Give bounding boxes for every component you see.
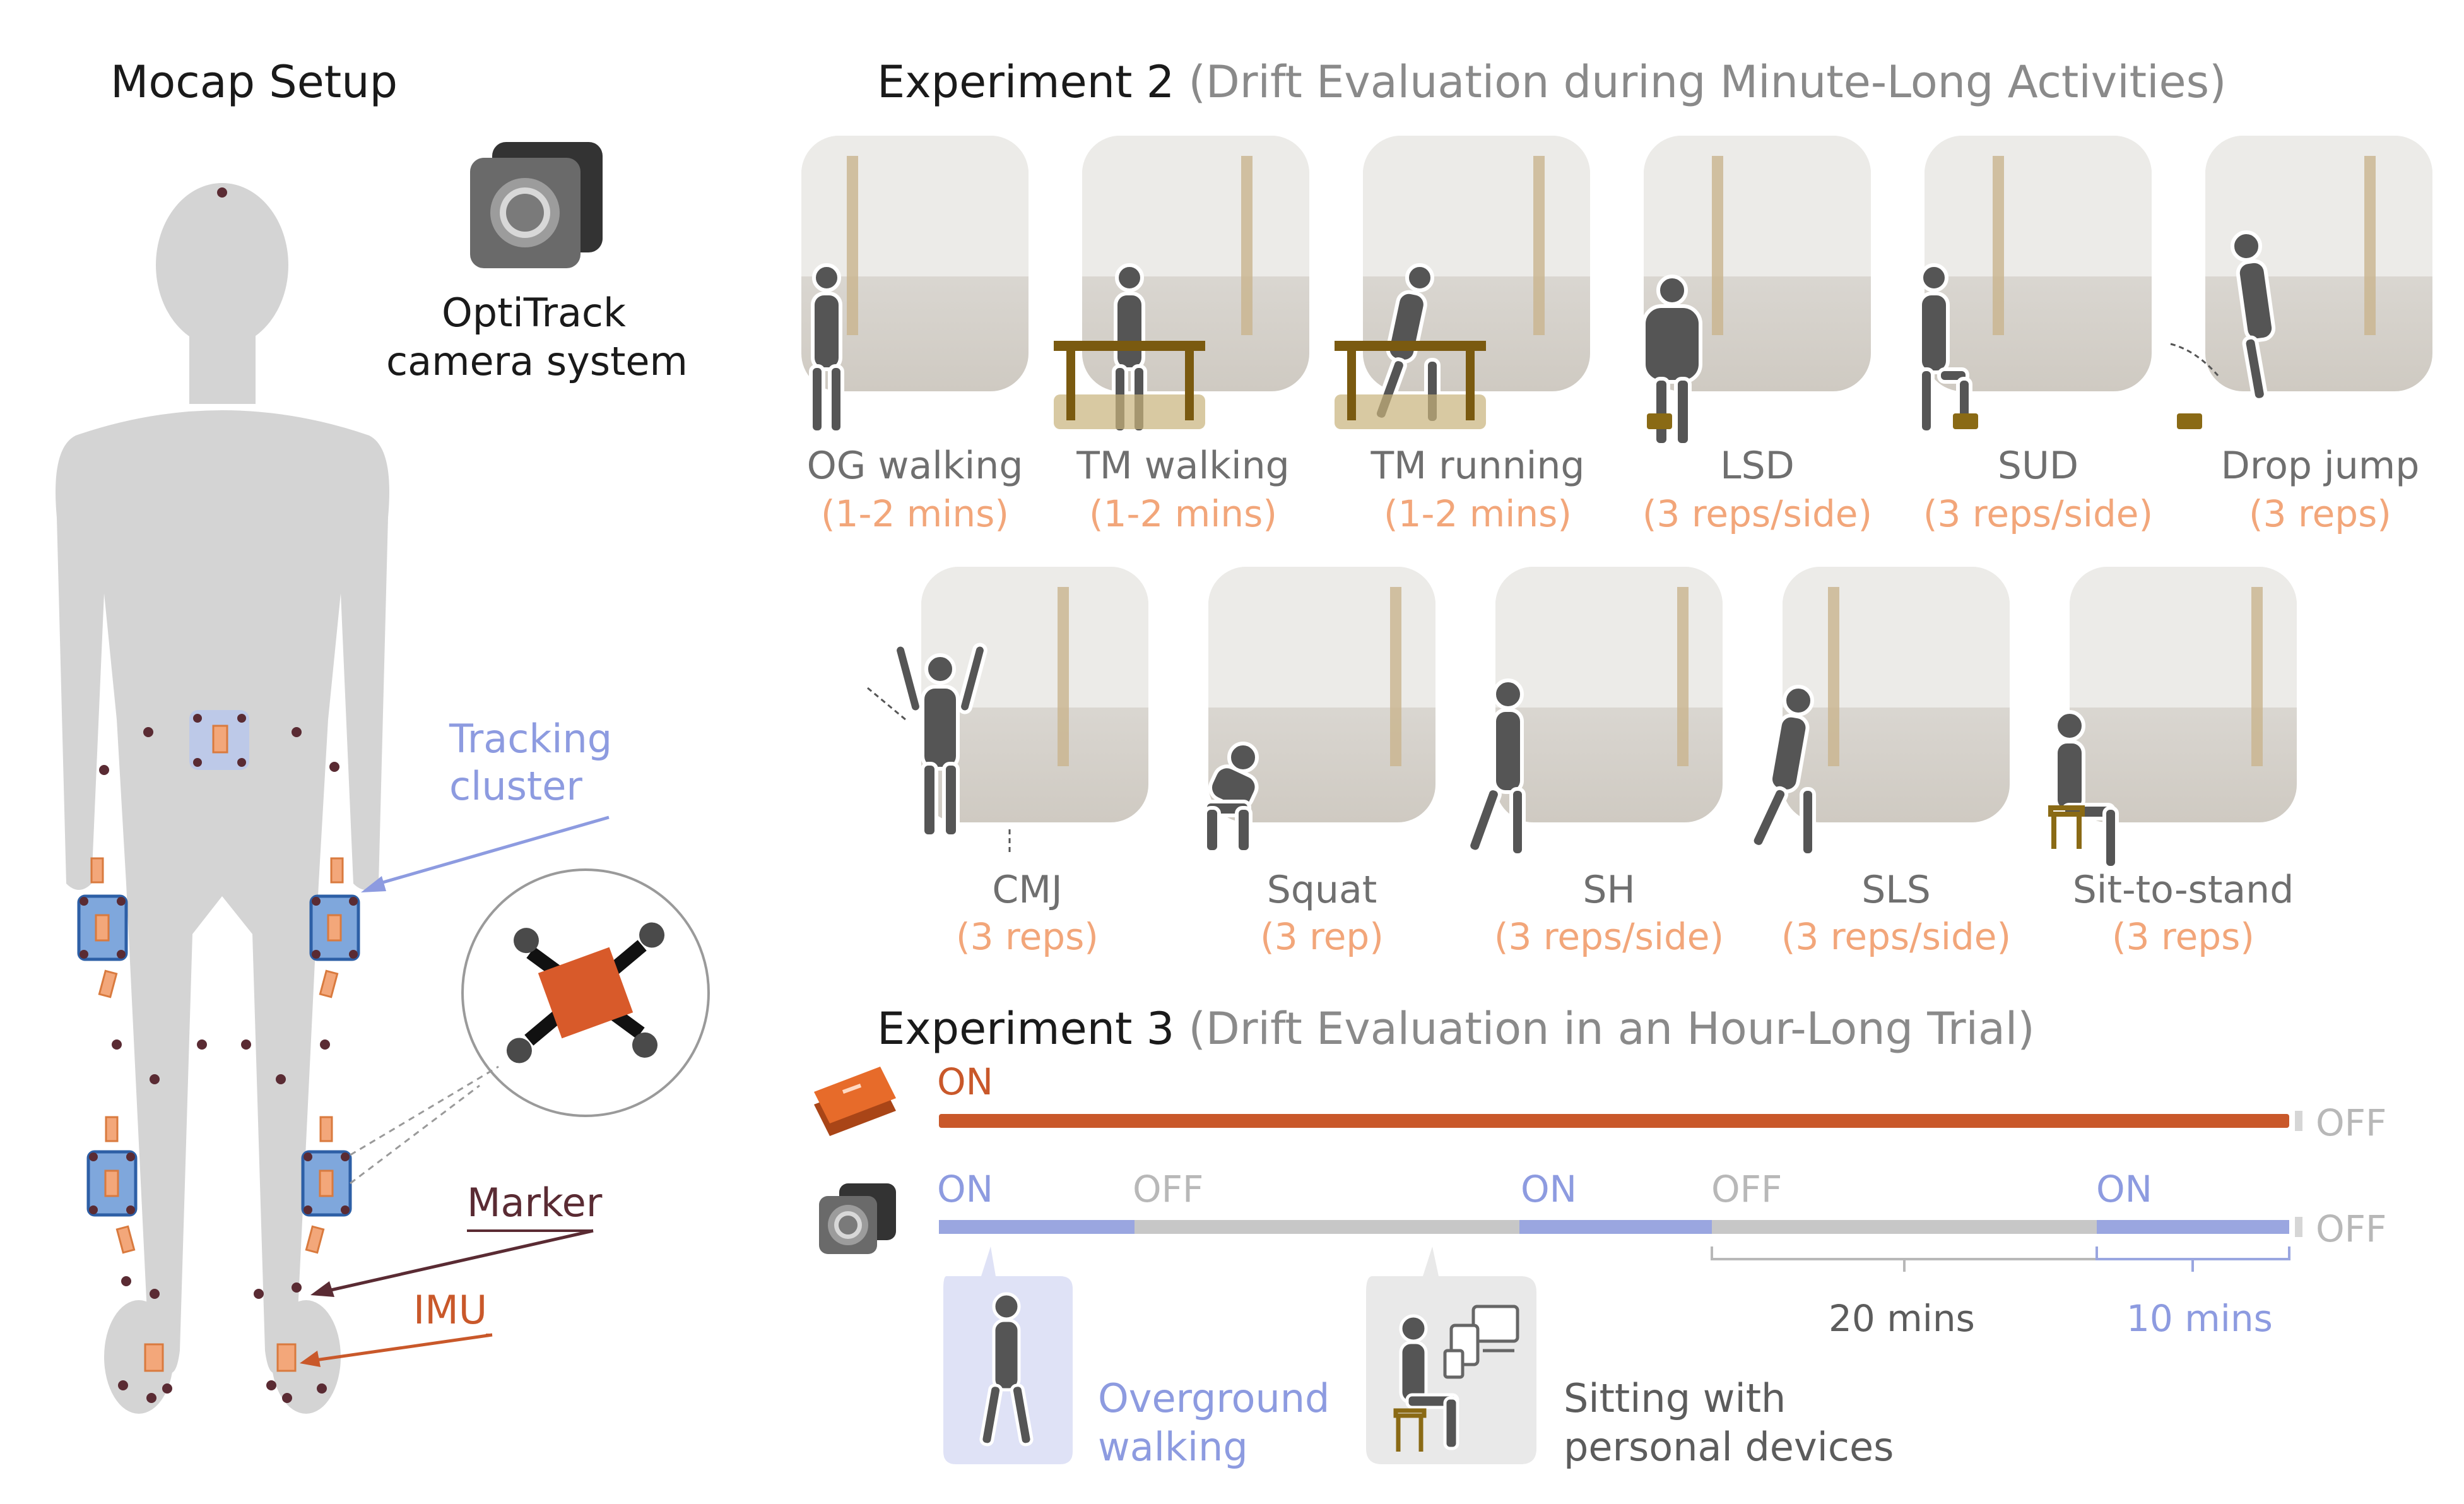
tracking-label-line1: Tracking — [449, 716, 613, 762]
activity-name: Squat — [1266, 868, 1377, 912]
activity-name: LSD — [1720, 444, 1795, 488]
photo-sit-to-stand — [2070, 567, 2297, 822]
activity-name: TM walking — [1076, 444, 1290, 488]
activity-duration: (3 rep) — [1260, 915, 1384, 958]
sitting-label-line2: personal devices — [1564, 1424, 1894, 1470]
activity-duration: (3 reps/side) — [1494, 915, 1724, 958]
span-20-label: 20 mins — [1829, 1297, 1975, 1340]
overground-label-line2: walking — [1098, 1424, 1248, 1470]
activity-duration: (3 reps) — [956, 915, 1099, 958]
experiment2-heading: Experiment 2 (Drift Evaluation during Mi… — [877, 60, 2226, 104]
camera-state-label: ON — [937, 1168, 994, 1211]
activity-duration: (1-2 mins) — [1383, 492, 1572, 535]
camera-label-line1: OptiTrack — [442, 290, 626, 336]
activity-duration: (3 reps/side) — [1781, 915, 2012, 958]
photo-sh — [1495, 567, 1723, 822]
camera-state-label: OFF — [1133, 1168, 1204, 1211]
walking-person-icon — [979, 1292, 1034, 1447]
activity-name: CMJ — [992, 868, 1063, 912]
camera-state-label: OFF — [1711, 1168, 1783, 1211]
imu-off-label: OFF — [2316, 1101, 2387, 1144]
experiment3-title: Experiment 3 — [877, 1003, 1175, 1055]
devices-icon — [1443, 1305, 1519, 1379]
activity-duration: (3 reps/side) — [1923, 492, 2154, 535]
activity-name: SH — [1583, 868, 1636, 912]
experiment2-title: Experiment 2 — [877, 56, 1175, 108]
camera-state-label: ON — [2096, 1168, 2153, 1211]
marker-label: Marker — [467, 1180, 603, 1226]
sitting-label-line1: Sitting with — [1564, 1375, 1786, 1421]
photo-sud — [1925, 136, 2152, 391]
experiment2-subtitle: (Drift Evaluation during Minute-Long Act… — [1188, 56, 2227, 108]
camera-icon — [470, 142, 603, 268]
mocap-setup-title: Mocap Setup — [110, 56, 398, 108]
span-10-label: 10 mins — [2126, 1297, 2273, 1340]
photo-og-walking — [801, 136, 1029, 391]
photo-tm-running — [1363, 136, 1590, 391]
overground-label-line1: Overground — [1098, 1375, 1330, 1421]
photo-sls — [1783, 567, 2010, 822]
camera-off-end-label: OFF — [2316, 1207, 2387, 1250]
activity-duration: (1-2 mins) — [1088, 492, 1277, 535]
imu-on-label: ON — [937, 1060, 994, 1103]
imu-device-icon — [814, 1067, 896, 1136]
sitting-person-icon — [1399, 1314, 1459, 1450]
activity-name: SUD — [1997, 444, 2079, 488]
camera-state-label: ON — [1521, 1168, 1577, 1211]
tracking-label-line2: cluster — [449, 763, 582, 809]
activity-duration: (3 reps/side) — [1642, 492, 1873, 535]
activity-duration: (3 reps) — [2112, 915, 2255, 958]
imu-label: IMU — [413, 1287, 488, 1333]
activity-name: Sit-to-stand — [2072, 868, 2294, 912]
activity-name: Drop jump — [2220, 444, 2420, 488]
experiment3-heading: Experiment 3 (Drift Evaluation in an Hou… — [877, 1007, 2035, 1051]
activity-name: SLS — [1861, 868, 1931, 912]
camera-icon — [819, 1183, 896, 1254]
activity-duration: (3 reps) — [2249, 492, 2391, 535]
activity-name: OG walking — [806, 444, 1023, 488]
activity-duration: (1-2 mins) — [820, 492, 1009, 535]
experiment3-subtitle: (Drift Evaluation in an Hour-Long Trial) — [1188, 1003, 2035, 1055]
activity-name: TM running — [1371, 444, 1585, 488]
camera-label-line2: camera system — [386, 338, 688, 384]
